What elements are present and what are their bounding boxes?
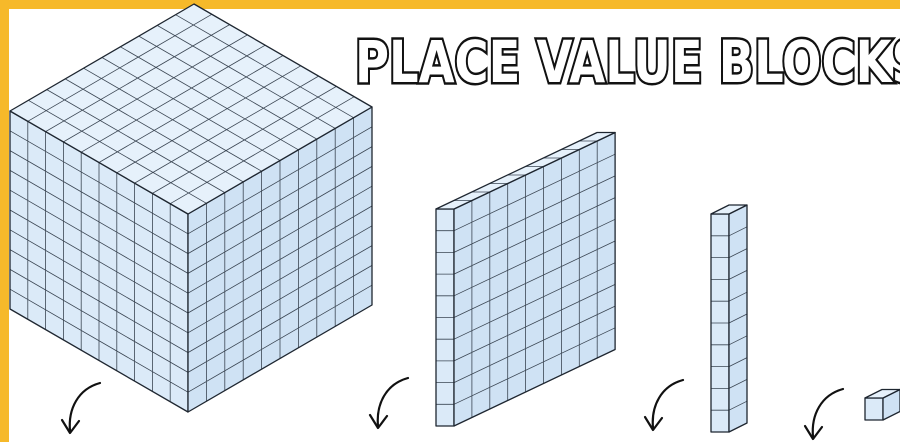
curved-arrow-icon <box>645 380 683 430</box>
title-banner: PLACE VALUE BLOCKS <box>0 0 900 100</box>
curved-arrow-icon <box>805 389 843 439</box>
page-title: PLACE VALUE BLOCKS <box>355 28 900 96</box>
curved-arrow-icon <box>370 378 408 428</box>
ones-unit <box>865 390 900 421</box>
curved-arrow-icon <box>62 383 100 433</box>
tens-rod <box>711 205 747 432</box>
hundreds-flat-body <box>436 133 615 427</box>
